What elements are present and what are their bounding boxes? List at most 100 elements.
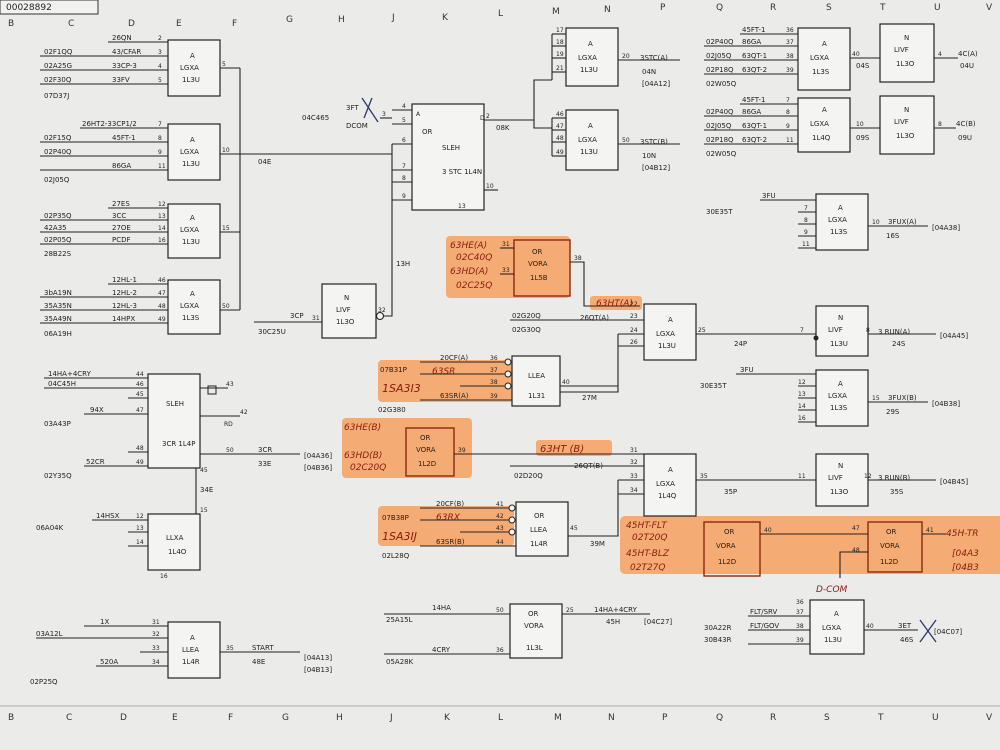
svg-text:LLEA: LLEA: [530, 526, 547, 534]
svg-text:02P18Q: 02P18Q: [706, 66, 734, 74]
strike-marks: [361, 97, 937, 643]
svg-text:8: 8: [804, 217, 808, 224]
svg-text:LIVF: LIVF: [894, 118, 909, 126]
svg-text:LGXA: LGXA: [578, 54, 597, 62]
svg-text:09U: 09U: [958, 134, 972, 142]
svg-text:14: 14: [136, 539, 144, 546]
svg-text:10: 10: [486, 183, 494, 190]
svg-text:2: 2: [158, 35, 162, 42]
svg-text:05A28K: 05A28K: [386, 658, 414, 666]
svg-text:40: 40: [866, 623, 874, 630]
svg-text:36: 36: [490, 355, 498, 362]
svg-text:K: K: [442, 13, 449, 23]
svg-text:LLEA: LLEA: [528, 372, 545, 380]
column-labels-bottom: B C D E F G H J K L M N P Q R S T U V: [8, 713, 993, 723]
svg-text:[04A36]: [04A36]: [304, 452, 332, 460]
svg-text:15: 15: [222, 225, 230, 232]
svg-text:30E35T: 30E35T: [706, 208, 733, 216]
svg-text:10N: 10N: [642, 152, 656, 160]
highlight-63htb: [536, 440, 612, 456]
svg-text:8: 8: [158, 135, 162, 142]
svg-text:1L3U: 1L3U: [824, 636, 842, 644]
svg-text:[04A12]: [04A12]: [642, 80, 670, 88]
svg-text:E: E: [176, 19, 182, 29]
svg-text:LGXA: LGXA: [180, 64, 199, 72]
svg-text:07B38P: 07B38P: [382, 514, 409, 522]
svg-text:3STC(B): 3STC(B): [640, 138, 668, 146]
svg-text:VORA: VORA: [528, 260, 548, 268]
svg-text:N: N: [838, 462, 843, 470]
svg-text:04C45H: 04C45H: [48, 380, 76, 388]
svg-text:3FUX(A): 3FUX(A): [888, 218, 917, 226]
svg-text:39: 39: [490, 393, 498, 400]
gate-g9: A OR SLEH 3 STC 1L4N D: [411, 103, 485, 211]
svg-text:1L3U: 1L3U: [182, 76, 200, 84]
svg-text:45: 45: [136, 391, 144, 398]
svg-text:D: D: [128, 19, 135, 29]
svg-text:47: 47: [852, 525, 860, 532]
svg-text:15: 15: [200, 507, 208, 514]
gate-g27: N LIVF 1L3O 11 12 3 RUN(B) 35S [04B45]: [798, 453, 968, 507]
svg-text:[04A3: [04A3: [952, 549, 979, 559]
svg-text:S: S: [826, 3, 832, 13]
svg-text:LGXA: LGXA: [810, 120, 829, 128]
gate-g1: A LGXA 1L3U: [167, 39, 221, 97]
svg-text:46: 46: [556, 111, 564, 118]
svg-text:LGXA: LGXA: [810, 54, 829, 62]
svg-text:02T20Q: 02T20Q: [632, 533, 668, 543]
svg-text:OR: OR: [422, 128, 433, 136]
svg-text:35S: 35S: [890, 488, 904, 496]
gate-g7: A LLEA 1L4R: [167, 621, 221, 679]
gate-g18: A LGXA 1L4Q: [643, 453, 697, 517]
svg-text:32: 32: [152, 631, 160, 638]
svg-text:02A25G: 02A25G: [44, 62, 72, 70]
svg-text:3STC(A): 3STC(A): [640, 54, 668, 62]
g5-outputs: 43 42 50 3CR 33E [04A36] [04B36] 45 34E: [195, 381, 332, 520]
svg-text:36: 36: [786, 27, 794, 34]
gate-g5: SLEH 3CR 1L4P RD: [147, 373, 233, 469]
svg-text:12: 12: [136, 513, 144, 520]
svg-text:02P18Q: 02P18Q: [706, 136, 734, 144]
svg-text:D: D: [480, 115, 485, 122]
svg-text:R: R: [770, 713, 776, 723]
svg-text:27OE: 27OE: [112, 224, 131, 232]
gate-g28: OR VORA 1L2D: [867, 521, 923, 573]
svg-text:45H-TR: 45H-TR: [946, 529, 979, 539]
svg-text:49: 49: [158, 316, 166, 323]
svg-text:35A35N: 35A35N: [44, 302, 72, 310]
svg-text:3ET: 3ET: [898, 622, 912, 630]
g11-io: 20CF(A)36 07B31P 37 63SR 38 1SA3I3 63SR(…: [378, 354, 618, 414]
g9-io: 4 5 3 3FT 04C465 DCOM 6 7 8 9 2 08K 10 1…: [302, 79, 552, 210]
svg-text:40: 40: [852, 51, 860, 58]
svg-text:45FT-1: 45FT-1: [742, 26, 765, 34]
svg-text:47: 47: [158, 290, 166, 297]
svg-text:1L3O: 1L3O: [896, 132, 915, 140]
svg-text:35A49N: 35A49N: [44, 315, 72, 323]
gate-g26: A LGXA 1L3S: [815, 369, 869, 427]
svg-text:40: 40: [764, 527, 772, 534]
svg-text:29S: 29S: [886, 408, 900, 416]
svg-text:33: 33: [152, 645, 160, 652]
svg-text:F: F: [228, 713, 233, 723]
svg-text:A: A: [190, 290, 195, 298]
svg-text:LGXA: LGXA: [656, 330, 675, 338]
svg-text:A: A: [588, 122, 593, 130]
svg-text:3CR: 3CR: [258, 446, 272, 454]
svg-text:50: 50: [496, 607, 504, 614]
svg-text:SLEH: SLEH: [442, 144, 460, 152]
svg-text:L: L: [498, 713, 503, 723]
svg-text:K: K: [444, 713, 451, 723]
svg-text:20CF(A): 20CF(A): [440, 354, 468, 362]
svg-text:1L3U: 1L3U: [580, 66, 598, 74]
svg-text:1L3O: 1L3O: [336, 318, 355, 326]
svg-text:04C465: 04C465: [302, 114, 329, 122]
svg-text:02J05Q: 02J05Q: [706, 52, 732, 60]
svg-text:A: A: [838, 380, 843, 388]
svg-text:48: 48: [556, 135, 564, 142]
svg-text:39: 39: [786, 67, 794, 74]
gate-g4: A LGXA 1L3S: [167, 279, 221, 335]
svg-text:33FV: 33FV: [112, 76, 130, 84]
gate-g3: A LGXA 1L3U: [167, 203, 221, 259]
